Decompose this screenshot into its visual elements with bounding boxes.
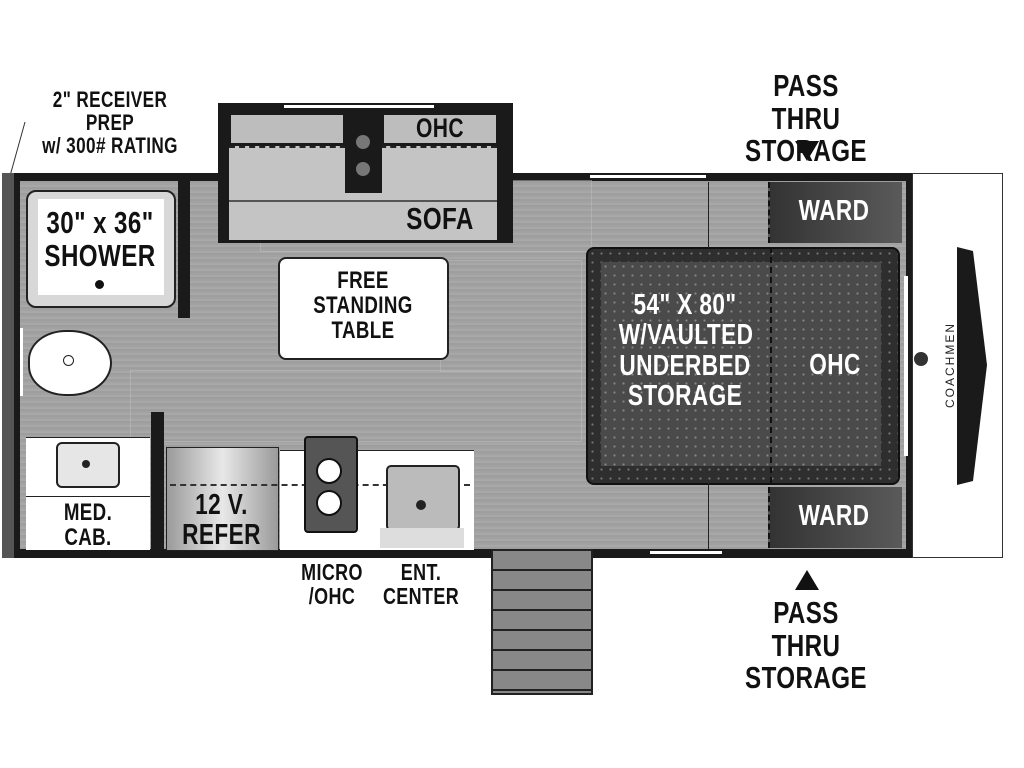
ohc-cabinet-right: [384, 115, 496, 143]
shower-wall: [178, 180, 190, 318]
sofa-seam: [229, 200, 497, 202]
ward-top: [768, 182, 902, 243]
side-window: [20, 328, 23, 396]
sofa-console: [345, 115, 382, 193]
window-bottom: [650, 551, 722, 554]
bed-ohc-divider: [770, 247, 772, 483]
free-standing-table: [278, 257, 449, 360]
drain-icon: [95, 280, 104, 289]
front-cap-shape: [957, 247, 987, 485]
shower-pan: [38, 199, 164, 295]
arrow-up-icon: [795, 570, 819, 590]
ward-bottom: [768, 487, 902, 548]
bed-label: 54" X 80" W/VAULTED UNDERBED STORAGE: [618, 289, 754, 413]
entry-steps[interactable]: [491, 549, 593, 695]
refer-label: 12 V. REFER: [182, 489, 261, 552]
sink-drain-icon: [82, 460, 90, 468]
brand-logo: COACHMEN: [943, 322, 957, 409]
toilet-icon: [28, 330, 112, 396]
kitchen-sink-icon: [386, 465, 460, 531]
sink-cover: [380, 528, 464, 548]
arrow-down-icon: [795, 141, 819, 161]
pass-thru-storage-bottom-label: PASS THRU STORAGE: [745, 595, 867, 696]
burner-icon: [316, 490, 342, 516]
ohc-cabinet-left: [231, 115, 343, 143]
ohc-bed-label: OHC: [809, 349, 861, 381]
micro-ohc-label: MICRO /OHC: [301, 559, 363, 610]
ohc-slide-label: OHC: [416, 113, 464, 143]
mattress: [601, 262, 881, 466]
bed-wall-line: [708, 182, 709, 248]
bath-wall: [151, 412, 164, 550]
table-label: FREE STANDING TABLE: [313, 267, 413, 345]
vanity-divider: [26, 496, 150, 497]
sofa-label: SOFA: [406, 201, 474, 236]
bed-wall-line: [708, 483, 709, 549]
cupholder-icon: [356, 162, 370, 176]
coach-logo-icon: [914, 352, 928, 366]
cupholder-icon: [356, 135, 370, 149]
pass-thru-storage-top-label: PASS THRU STORAGE: [745, 68, 867, 169]
ward-top-label: WARD: [798, 195, 870, 227]
stove-icon: [304, 436, 358, 533]
receiver-prep-label: 2" RECEIVER PREP w/ 300# RATING: [42, 87, 178, 159]
faucet-icon: [416, 500, 426, 510]
rear-bumper: [2, 173, 14, 558]
burner-icon: [316, 458, 342, 484]
window-front: [904, 276, 908, 456]
ward-bottom-label: WARD: [798, 500, 870, 532]
toilet-drain-icon: [63, 355, 74, 366]
window-top: [590, 175, 706, 178]
refrigerator: [166, 447, 279, 551]
shower-label: 30" x 36" SHOWER: [44, 205, 156, 273]
med-cab-label: MED. CAB.: [63, 499, 113, 552]
ent-center-label: ENT. CENTER: [382, 559, 460, 610]
slideout-window: [284, 105, 434, 108]
